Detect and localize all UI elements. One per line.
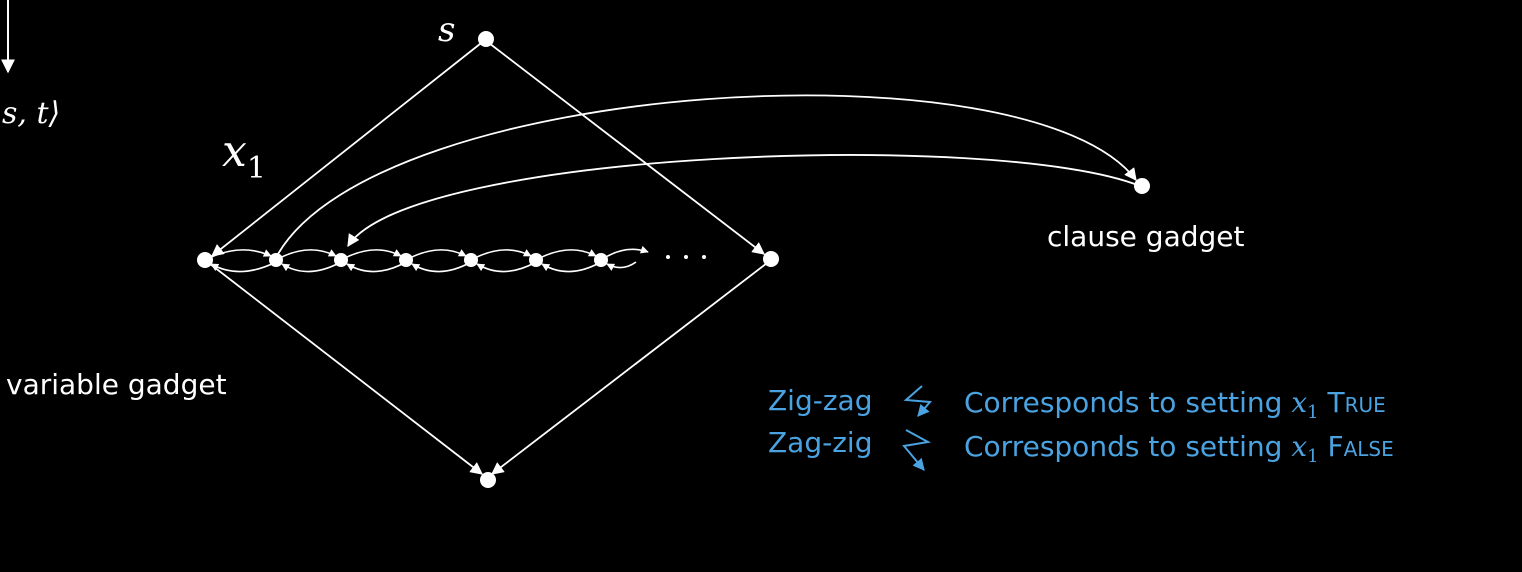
zigzag-arrow-icon — [903, 385, 933, 417]
zagzig-arrow-icon — [902, 429, 932, 471]
chain-edge-back — [281, 261, 342, 273]
legend-zigzag-description: Corresponds to setting x1 True — [964, 386, 1386, 423]
chain-edge-back — [346, 261, 407, 273]
legend-text: Corresponds to setting — [964, 430, 1292, 463]
chain-edge-back — [210, 261, 277, 273]
variable-label-subscript: 1 — [246, 151, 266, 186]
chain-node — [529, 253, 543, 267]
legend-zagzig-name: Zag-zig — [768, 426, 873, 459]
chain-edge-forward — [275, 249, 337, 261]
clause-gadget-label: clause gadget — [1047, 220, 1245, 253]
chain-edge-back — [476, 261, 537, 273]
legend-value-true: True — [1327, 386, 1386, 419]
chain-edge-forward — [405, 249, 467, 261]
legend-variable: x1 — [1291, 386, 1319, 423]
legend-value-false: False — [1327, 430, 1394, 463]
variable-label-main: x — [222, 126, 247, 177]
chain-edge-forward — [600, 245, 649, 261]
legend-text: Corresponds to setting — [964, 386, 1292, 419]
chain-node — [399, 253, 413, 267]
chain-edge-back — [411, 261, 472, 273]
node-clause — [1134, 178, 1150, 194]
node-right — [763, 251, 779, 267]
variable-label: x1 — [222, 126, 266, 186]
chain-node — [594, 253, 608, 267]
edge-left-to-bottom — [204, 259, 483, 475]
chain-edge-forward — [204, 249, 272, 261]
edge-s-to-left — [211, 39, 486, 257]
legend-zigzag-name: Zig-zag — [768, 384, 873, 417]
edge-from-clause-gadget — [347, 154, 1141, 248]
chain-edge-back — [606, 261, 637, 271]
edge-to-clause-gadget — [277, 94, 1137, 255]
legend-zagzig-description: Corresponds to setting x1 False — [964, 430, 1394, 467]
legend-variable: x1 — [1291, 430, 1319, 467]
chain-node — [464, 253, 478, 267]
chain-edge-back — [541, 261, 602, 273]
node-left — [197, 252, 213, 268]
partial-pair-label: s, t⟩ — [2, 96, 61, 131]
chain-node — [269, 253, 283, 267]
node-s — [478, 31, 494, 47]
variable-gadget-label: variable gadget — [6, 368, 227, 401]
chain-node — [334, 253, 348, 267]
edge-s-to-right — [484, 39, 765, 255]
edge-right-to-bottom — [491, 259, 772, 475]
chain-edge-forward — [340, 249, 402, 261]
source-node-label: s — [438, 10, 456, 50]
chain-ellipsis — [666, 255, 706, 259]
chain-edge-forward — [470, 249, 532, 261]
chain-edge-forward — [535, 249, 597, 261]
graph-nodes — [197, 31, 1150, 488]
node-bottom — [480, 472, 496, 488]
